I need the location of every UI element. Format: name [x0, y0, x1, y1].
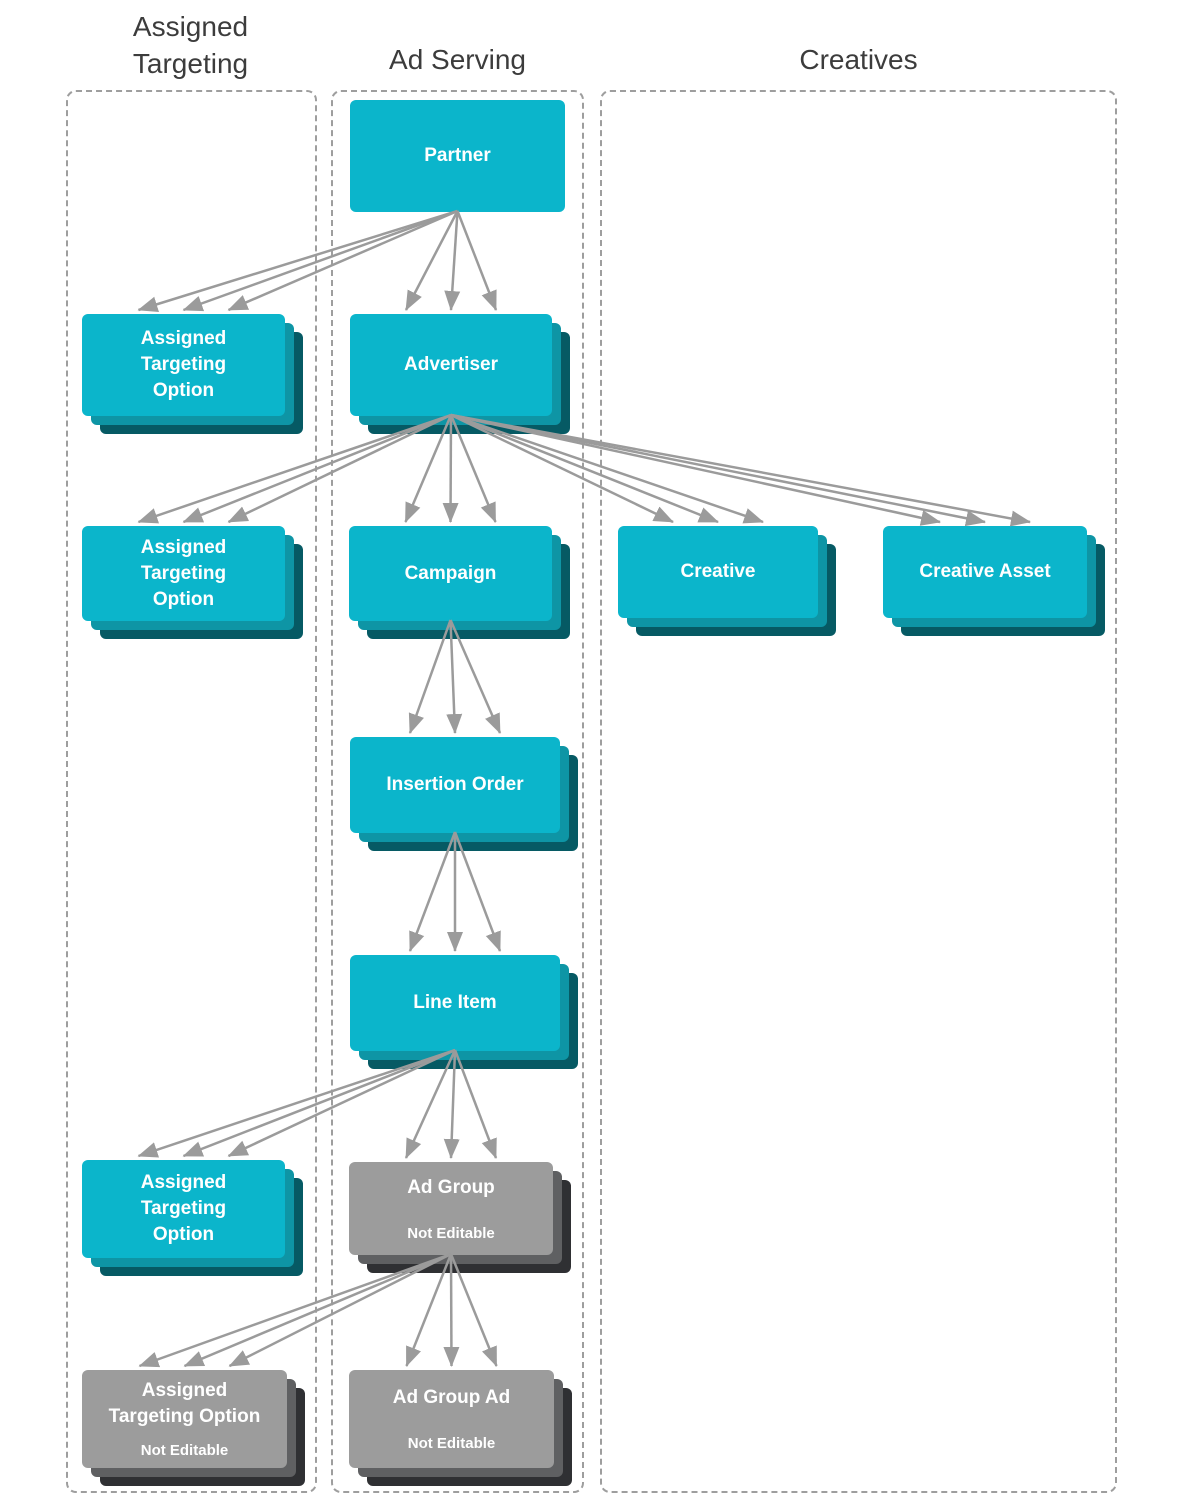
node-advertiser: Advertiser	[350, 314, 552, 416]
column-creatives	[600, 90, 1117, 1493]
column-ad-serving	[331, 90, 584, 1493]
node-insertion-order: Insertion Order	[350, 737, 560, 833]
node-assigned-targeting-option-label: Assigned Targeting Option	[140, 328, 227, 401]
node-ad-group-ad: Ad Group Ad Not Editable	[349, 1370, 554, 1468]
node-ad-group-ad-label: Ad Group Ad	[392, 1387, 511, 1408]
node-assigned-targeting-option-not-editable: Not Editable	[140, 1442, 229, 1459]
node-partner: Partner	[350, 100, 565, 212]
column-header-assigned-targeting: Assigned Targeting	[132, 11, 249, 79]
node-creative-asset: Creative Asset	[883, 526, 1087, 618]
node-assigned-targeting-option-label: Assigned Targeting Option	[140, 1172, 227, 1245]
node-insertion-order-label: Insertion Order	[386, 774, 524, 795]
node-creative: Creative	[618, 526, 818, 618]
node-creative-label: Creative	[680, 561, 756, 582]
node-assigned-targeting-option-line-item: Assigned Targeting Option	[82, 1160, 285, 1258]
node-line-item: Line Item	[350, 955, 560, 1051]
node-ad-group-ad-not-editable: Not Editable	[407, 1435, 496, 1452]
node-advertiser-label: Advertiser	[404, 354, 498, 375]
node-assigned-targeting-option-label: Assigned Targeting Option	[140, 536, 227, 610]
node-assigned-targeting-option-advertiser: Assigned Targeting Option	[82, 526, 285, 621]
node-line-item-label: Line Item	[413, 992, 497, 1013]
column-header-ad-serving: Ad Serving	[389, 44, 526, 75]
node-campaign: Campaign	[349, 526, 552, 621]
node-ad-group-not-editable: Not Editable	[407, 1224, 495, 1242]
node-assigned-targeting-option-partner: Assigned Targeting Option	[82, 314, 285, 416]
node-ad-group-label: Ad Group	[407, 1176, 495, 1198]
node-creative-asset-label: Creative Asset	[919, 561, 1051, 582]
node-ad-group: Ad Group Not Editable	[349, 1162, 553, 1255]
node-assigned-targeting-option-label: Assigned Targeting Option	[108, 1380, 261, 1427]
node-campaign-label: Campaign	[404, 562, 497, 584]
column-header-creatives: Creatives	[799, 44, 918, 75]
column-assigned-targeting	[66, 90, 317, 1493]
node-partner-label: Partner	[424, 145, 491, 166]
node-assigned-targeting-option-ad-group: Assigned Targeting Option Not Editable	[82, 1370, 287, 1468]
